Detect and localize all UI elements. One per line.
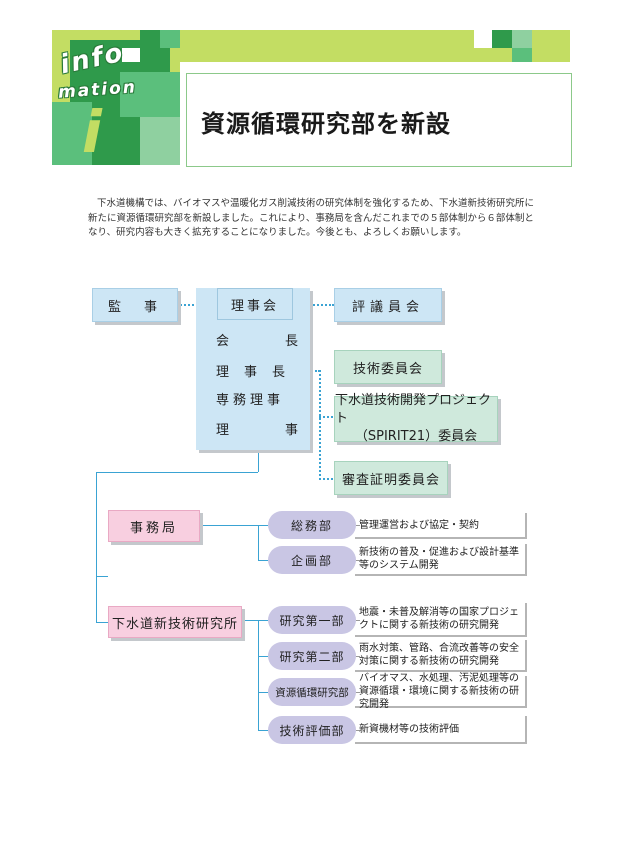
shinsa-iinkai-box: 審査証明委員会 xyxy=(334,461,448,495)
hyogiinkai-box: 評議員会 xyxy=(334,288,442,322)
kenkyusho-box: 下水道新技術研究所 xyxy=(108,606,242,638)
dept-somu-desc: 管理運営および協定・契約 xyxy=(355,513,527,539)
dept-kenkyu2-oval: 研究第二部 xyxy=(268,642,356,670)
intro-paragraph: 下水道機構では、バイオマスや温暖化ガス削減技術の研究体制を強化するため、下水道新… xyxy=(88,198,535,238)
role-kaicho-2: 長 xyxy=(285,334,300,349)
role-kaicho-1: 会 xyxy=(216,334,231,349)
role-riji-1: 理 xyxy=(216,423,231,438)
role-riji-2: 事 xyxy=(285,423,300,438)
dept-kenkyu2-desc: 雨水対策、管路、合流改善等の安全対策に関する新技術の研究開発 xyxy=(355,640,527,672)
jimukyoku-box: 事務局 xyxy=(108,510,200,542)
dept-kikaku-oval: 企画部 xyxy=(268,546,356,574)
spirit21-line-2: （SPIRIT21）委員会 xyxy=(354,429,478,444)
dept-kenkyu1-desc: 地震・未普及解消等の国家プロジェクトに関する新技術の研究開発 xyxy=(355,603,527,637)
role-senmu: 専務理事 xyxy=(216,393,285,408)
dept-shigen-oval: 資源循環研究部 xyxy=(268,678,356,706)
dept-kenkyu1-oval: 研究第一部 xyxy=(268,606,356,634)
spirit21-line-1: 下水道技術開発プロジェクト xyxy=(335,393,492,426)
page-title: 資源循環研究部を新設 xyxy=(201,110,451,138)
dept-somu-oval: 総務部 xyxy=(268,511,356,539)
dept-hyoka-desc: 新資機材等の技術評価 xyxy=(355,716,527,744)
spirit21-committee-box: 下水道技術開発プロジェクト （SPIRIT21）委員会 xyxy=(334,393,498,444)
role-rijicho: 理 事 長 xyxy=(216,365,287,380)
rijikai-box: 理事会 xyxy=(217,288,293,320)
dept-kikaku-desc: 新技術の普及・促進および設計基準等のシステム開発 xyxy=(355,544,527,576)
dept-shigen-desc: バイオマス、水処理、汚泥処理等の資源循環・環境に関する新技術の研究開発 xyxy=(355,673,527,710)
kanji-box: 監 事 xyxy=(92,288,178,322)
dept-hyoka-oval: 技術評価部 xyxy=(268,716,356,744)
info-letter-i: i xyxy=(82,98,104,166)
gijutsu-iinkai-box: 技術委員会 xyxy=(334,350,442,384)
title-box: 資源循環研究部を新設 xyxy=(186,73,572,167)
